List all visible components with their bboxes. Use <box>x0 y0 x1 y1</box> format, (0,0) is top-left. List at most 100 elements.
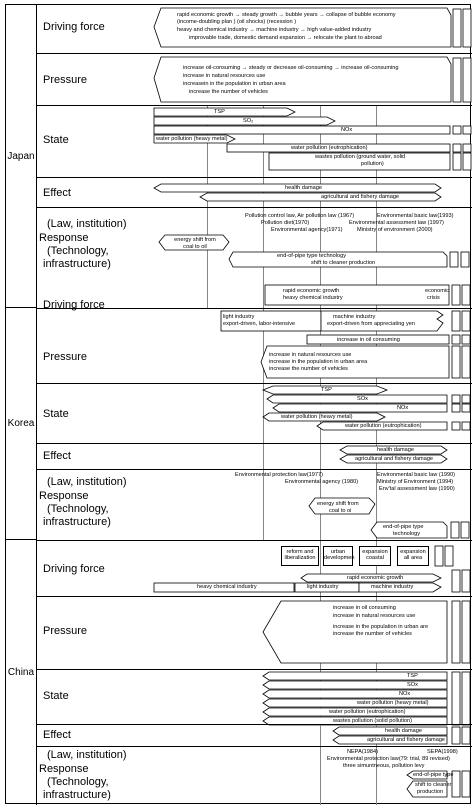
law-item: Environmental agency (1980) <box>285 479 359 485</box>
state-item: NOx <box>399 691 411 697</box>
law-item: three simuntneous, pollution levy <box>343 763 425 769</box>
row-label: Pressure <box>43 351 88 363</box>
japan-effect-arrows <box>153 183 442 202</box>
effect-item: health damage <box>385 728 423 734</box>
row-label: State <box>43 134 69 146</box>
law-item: SEPA(1998) <box>427 749 458 755</box>
row-label: Effect <box>43 450 71 462</box>
state-item: NOx <box>397 405 409 411</box>
china-state-arrows <box>262 671 471 726</box>
law-item: Pollution control law, Air pollution law… <box>245 213 355 219</box>
energy-shift-line: coal to oi <box>329 508 352 514</box>
pressure-line: increase in natural resources use <box>269 352 352 358</box>
row-label: Driving force <box>43 21 105 33</box>
row-label: (Law, institution) <box>47 218 127 230</box>
korea-response-row: (Law, institution) Response (Technology,… <box>36 469 472 540</box>
driving-line: (income-doubling plan ) (oil shocks) (re… <box>177 19 297 25</box>
pressure-line: increase in the population in urban are <box>333 624 429 630</box>
state-item: TSP <box>321 387 332 393</box>
row-label: Driving force <box>43 563 105 575</box>
korea-driving-force-row: Driving force rapid economic growth heav… <box>36 284 472 348</box>
driving-line: improvable trade, domestic demand expans… <box>189 35 382 41</box>
china-response-arrows <box>406 770 471 798</box>
china-effect-row: Effect health damage agricultural and fi… <box>36 724 472 746</box>
korea-pressure-row: Pressure increase in oil consuming incre… <box>36 334 472 383</box>
state-item: TSP <box>214 109 225 115</box>
row-label: infrastructure) <box>43 789 111 801</box>
pressure-line: increase oil-consuming → steady or decre… <box>183 65 399 71</box>
pressure-line: increase in natural resources use <box>183 73 266 79</box>
driving-item: light industry <box>307 584 339 590</box>
japan-pressure-arrow <box>153 56 472 103</box>
law-item: Env'tal assessment law (1990) <box>379 486 455 492</box>
row-label: State <box>43 408 69 420</box>
country-label-japan: Japan <box>6 5 36 308</box>
energy-shift-line: energy shift from <box>174 237 216 243</box>
pressure-line: increase the number of vehicles <box>189 89 268 95</box>
japan-driving-force-row: Driving force rapid economic growth → st… <box>36 5 472 53</box>
tech-item: shift to cleaner <box>415 782 452 788</box>
tech-item: technology <box>393 531 421 537</box>
pressure-line: increase the number of vehicles <box>269 366 348 372</box>
row-label: (Technology, <box>47 776 109 788</box>
korea-state-row: State TSP SOx NOx water pollution (heavy… <box>36 383 472 443</box>
state-item: TSP <box>407 673 418 679</box>
row-label: State <box>43 690 69 702</box>
law-item: Ministry of environment (2000) <box>357 227 433 233</box>
pressure-line: increase in oil consuming <box>337 337 400 343</box>
row-label: Pressure <box>43 74 88 86</box>
korea-effect-row: Effect health damage agricultural and fi… <box>36 443 472 469</box>
pressure-line: increase in the population in urban area <box>269 359 368 365</box>
pressure-line: increase the number of vehicles <box>333 631 412 637</box>
law-item: Environmental basic law(1993) <box>377 213 454 219</box>
state-item: SOx <box>407 682 418 688</box>
driving-item: machine industry <box>371 584 414 590</box>
china-effect-arrows <box>332 726 471 745</box>
tech-item: end-of-pipe type <box>383 524 424 530</box>
row-label: Effect <box>43 187 71 199</box>
state-item: pollution) <box>361 161 384 167</box>
state-item: wastes pollution (solid pollution) <box>333 718 412 724</box>
state-item: water pollution (heavy metal) <box>156 136 228 142</box>
china-pressure-arrow <box>262 600 471 664</box>
state-item: wastes pollution (ground water, solid <box>315 154 406 160</box>
pressure-line: increase in oil consuming <box>333 605 396 611</box>
state-item: NOx <box>341 127 353 133</box>
row-label: Driving force <box>43 299 105 311</box>
row-label: Response <box>39 490 89 502</box>
korea-driving-arrows <box>220 284 471 332</box>
japan-effect-row: Effect health damage agricultural and fi… <box>36 177 472 207</box>
state-item: water pollution (heavy metal) <box>281 414 353 420</box>
state-item: water pollution (eutrophication) <box>345 423 422 429</box>
korea-effect-arrows <box>339 445 448 464</box>
korea-response-arrows <box>308 497 470 539</box>
china-driving-arrows <box>153 545 471 593</box>
pressure-line: increase in natural resources use <box>333 613 416 619</box>
effect-item: agricultural and fishery damage <box>321 194 400 200</box>
driving-item: economic <box>425 288 449 294</box>
japan-state-row: State TSP SO₂ NOx water pollution (heavy… <box>36 105 472 177</box>
japan-response-arrows <box>158 234 470 268</box>
law-item: NEPA(1984) <box>347 749 378 755</box>
korea-pressure-arrows <box>260 334 471 379</box>
driving-item: machine industry <box>333 314 376 320</box>
japan-driving-arrows <box>153 7 472 48</box>
state-item: water pollution (eutrophication) <box>291 145 368 151</box>
energy-shift-line: coal to oil <box>183 244 207 250</box>
row-label: Response <box>39 763 89 775</box>
driving-item: light industry <box>223 314 255 320</box>
state-item: water pollution (eutrophication) <box>329 709 406 715</box>
effect-item: health damage <box>285 185 323 191</box>
driving-item: export-driven, labor-intensive <box>223 321 296 327</box>
tech-item: shift to cleaner production <box>311 260 376 266</box>
law-item: Environmental agency(1971) <box>271 227 343 233</box>
row-label: (Law, institution) <box>47 476 127 488</box>
driving-item: export-driven from appreciating yen <box>327 321 415 327</box>
country-label-korea: Korea <box>6 308 36 540</box>
china-response-row: (Law, institution) Response (Technology,… <box>36 746 472 805</box>
driving-line: heavy and chemical industry → machine in… <box>177 27 372 33</box>
driving-item: heavy chemical industry <box>283 295 343 301</box>
